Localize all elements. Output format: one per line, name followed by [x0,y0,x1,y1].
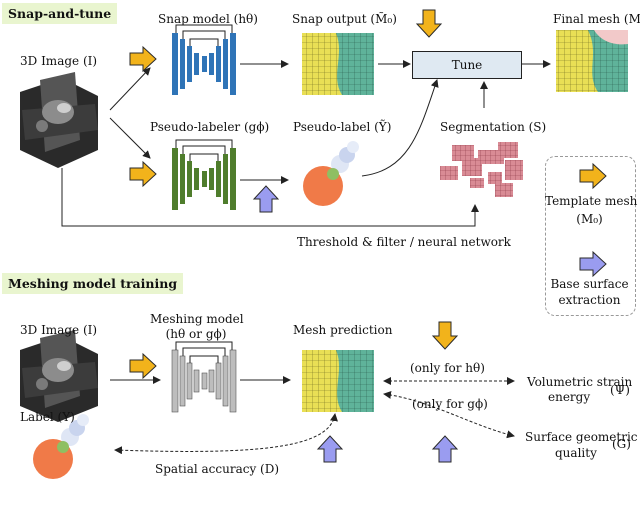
legend-template-symbol: (M₀) [576,212,603,226]
template-mesh-arrow-icons [129,45,607,380]
pseudo-labeler-label: Pseudo-labeler (gϕ) [150,120,270,134]
mesh-prediction-label: Mesh prediction [293,323,393,337]
snap-model-net [172,33,236,95]
label-blob [33,414,89,479]
base-surface-arrow-icons [252,185,607,463]
bottom-3d-image-label: 3D Image (I) [20,323,98,337]
surface-label-2: quality [555,446,597,460]
mesh-prediction [302,350,374,412]
spatial-accuracy-label: Spatial accuracy (D) [155,462,280,476]
segmentation-voxels [440,142,523,197]
3d-image-top [20,72,98,168]
surface-label-1: Surface geometric [525,430,638,444]
final-mesh [556,30,628,92]
tune-box: Tune [412,51,522,79]
volumetric-label-2: energy [548,390,591,404]
snap-output-mesh [302,33,374,95]
psi-label: (Ψ) [610,383,630,397]
training-section-title: Meshing model training [2,273,184,294]
pseudo-label-blob [303,141,359,206]
meshing-model-sub: (hθ or gϕ) [165,327,227,341]
final-mesh-label: Final mesh (M) [553,12,640,26]
tune-label: Tune [451,58,483,72]
only-g-label: (only for gϕ) [412,397,488,411]
snap-output-label: Snap output (M̃₀) [292,12,397,26]
legend-extraction: extraction [558,293,621,307]
meshing-model-label: Meshing model [150,312,244,326]
snap-model-label: Snap model (hθ) [158,12,258,26]
legend-box [545,156,636,316]
legend-base-surface: Base surface [550,277,629,291]
volumetric-label-1: Volumetric strain [527,375,633,389]
pseudo-label-label: Pseudo-label (Ỹ) [293,120,392,134]
pseudo-labeler-net [172,148,236,210]
segmentation-label: Segmentation (S) [440,120,547,134]
template-mesh-down-arrows [415,9,459,350]
label-y-label: Label (Y) [20,410,75,424]
only-h-label: (only for hθ) [410,361,485,375]
threshold-label: Threshold & filter / neural network [297,235,511,249]
snap-section-title: Snap-and-tune [2,3,118,24]
meshing-model-net [171,349,237,413]
legend-template-mesh: Template mesh [545,194,638,208]
top-3d-image-label: 3D Image (I) [20,54,98,68]
3d-image-bottom [20,330,98,422]
g-symbol-label: (G) [612,437,631,451]
